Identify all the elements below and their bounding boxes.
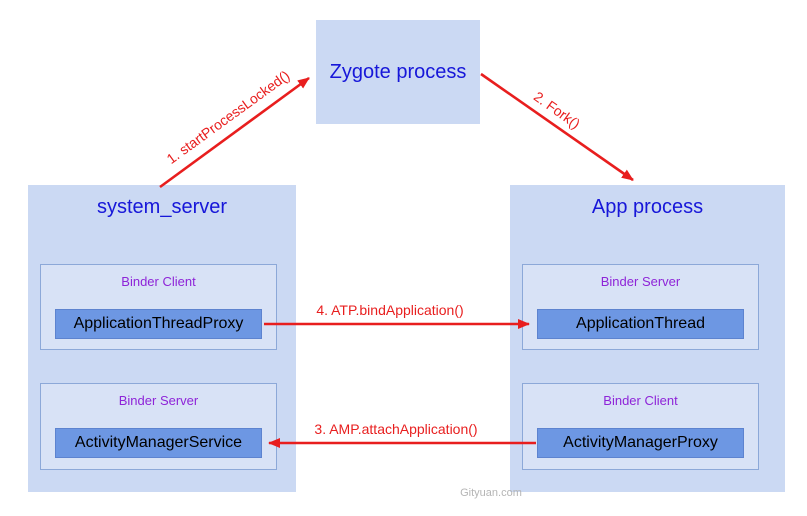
zygote-process-title: Zygote process xyxy=(329,60,467,83)
app-process-box: App process Binder Server ApplicationThr… xyxy=(510,185,785,492)
zygote-process-box: Zygote process xyxy=(316,20,480,124)
arrow-label-bind-application: 4. ATP.bindApplication() xyxy=(316,302,464,318)
watermark: Gityuan.com xyxy=(460,487,522,499)
arrow-start-process-locked xyxy=(159,76,310,189)
binder-client-section-right: Binder Client ActivityManagerProxy xyxy=(522,383,759,470)
system-server-box: system_server Binder Client ApplicationT… xyxy=(28,185,296,492)
binder-server-section-left: Binder Server ActivityManagerService xyxy=(40,383,277,470)
binder-server-label-left: Binder Server xyxy=(118,393,199,408)
arrow-label-start-process-locked: 1. startProcessLocked() xyxy=(163,67,293,167)
application-thread-box: ApplicationThread xyxy=(537,309,744,339)
binder-server-section-right: Binder Server ApplicationThread xyxy=(522,264,759,350)
binder-client-label-left: Binder Client xyxy=(121,274,196,289)
activity-manager-service-box: ActivityManagerService xyxy=(55,428,262,458)
system-server-title: system_server xyxy=(96,196,228,218)
activity-manager-proxy-box: ActivityManagerProxy xyxy=(537,428,744,458)
app-process-title: App process xyxy=(591,196,704,218)
arrow-label-fork: 2. Fork() xyxy=(530,88,584,132)
binder-client-section-left: Binder Client ApplicationThreadProxy xyxy=(40,264,277,350)
binder-client-label-right: Binder Client xyxy=(603,393,678,408)
application-thread-proxy-box: ApplicationThreadProxy xyxy=(55,309,262,339)
binder-server-label-right: Binder Server xyxy=(600,274,681,289)
arrow-fork xyxy=(480,72,634,182)
arrow-label-attach-application: 3. AMP.attachApplication() xyxy=(314,421,478,437)
